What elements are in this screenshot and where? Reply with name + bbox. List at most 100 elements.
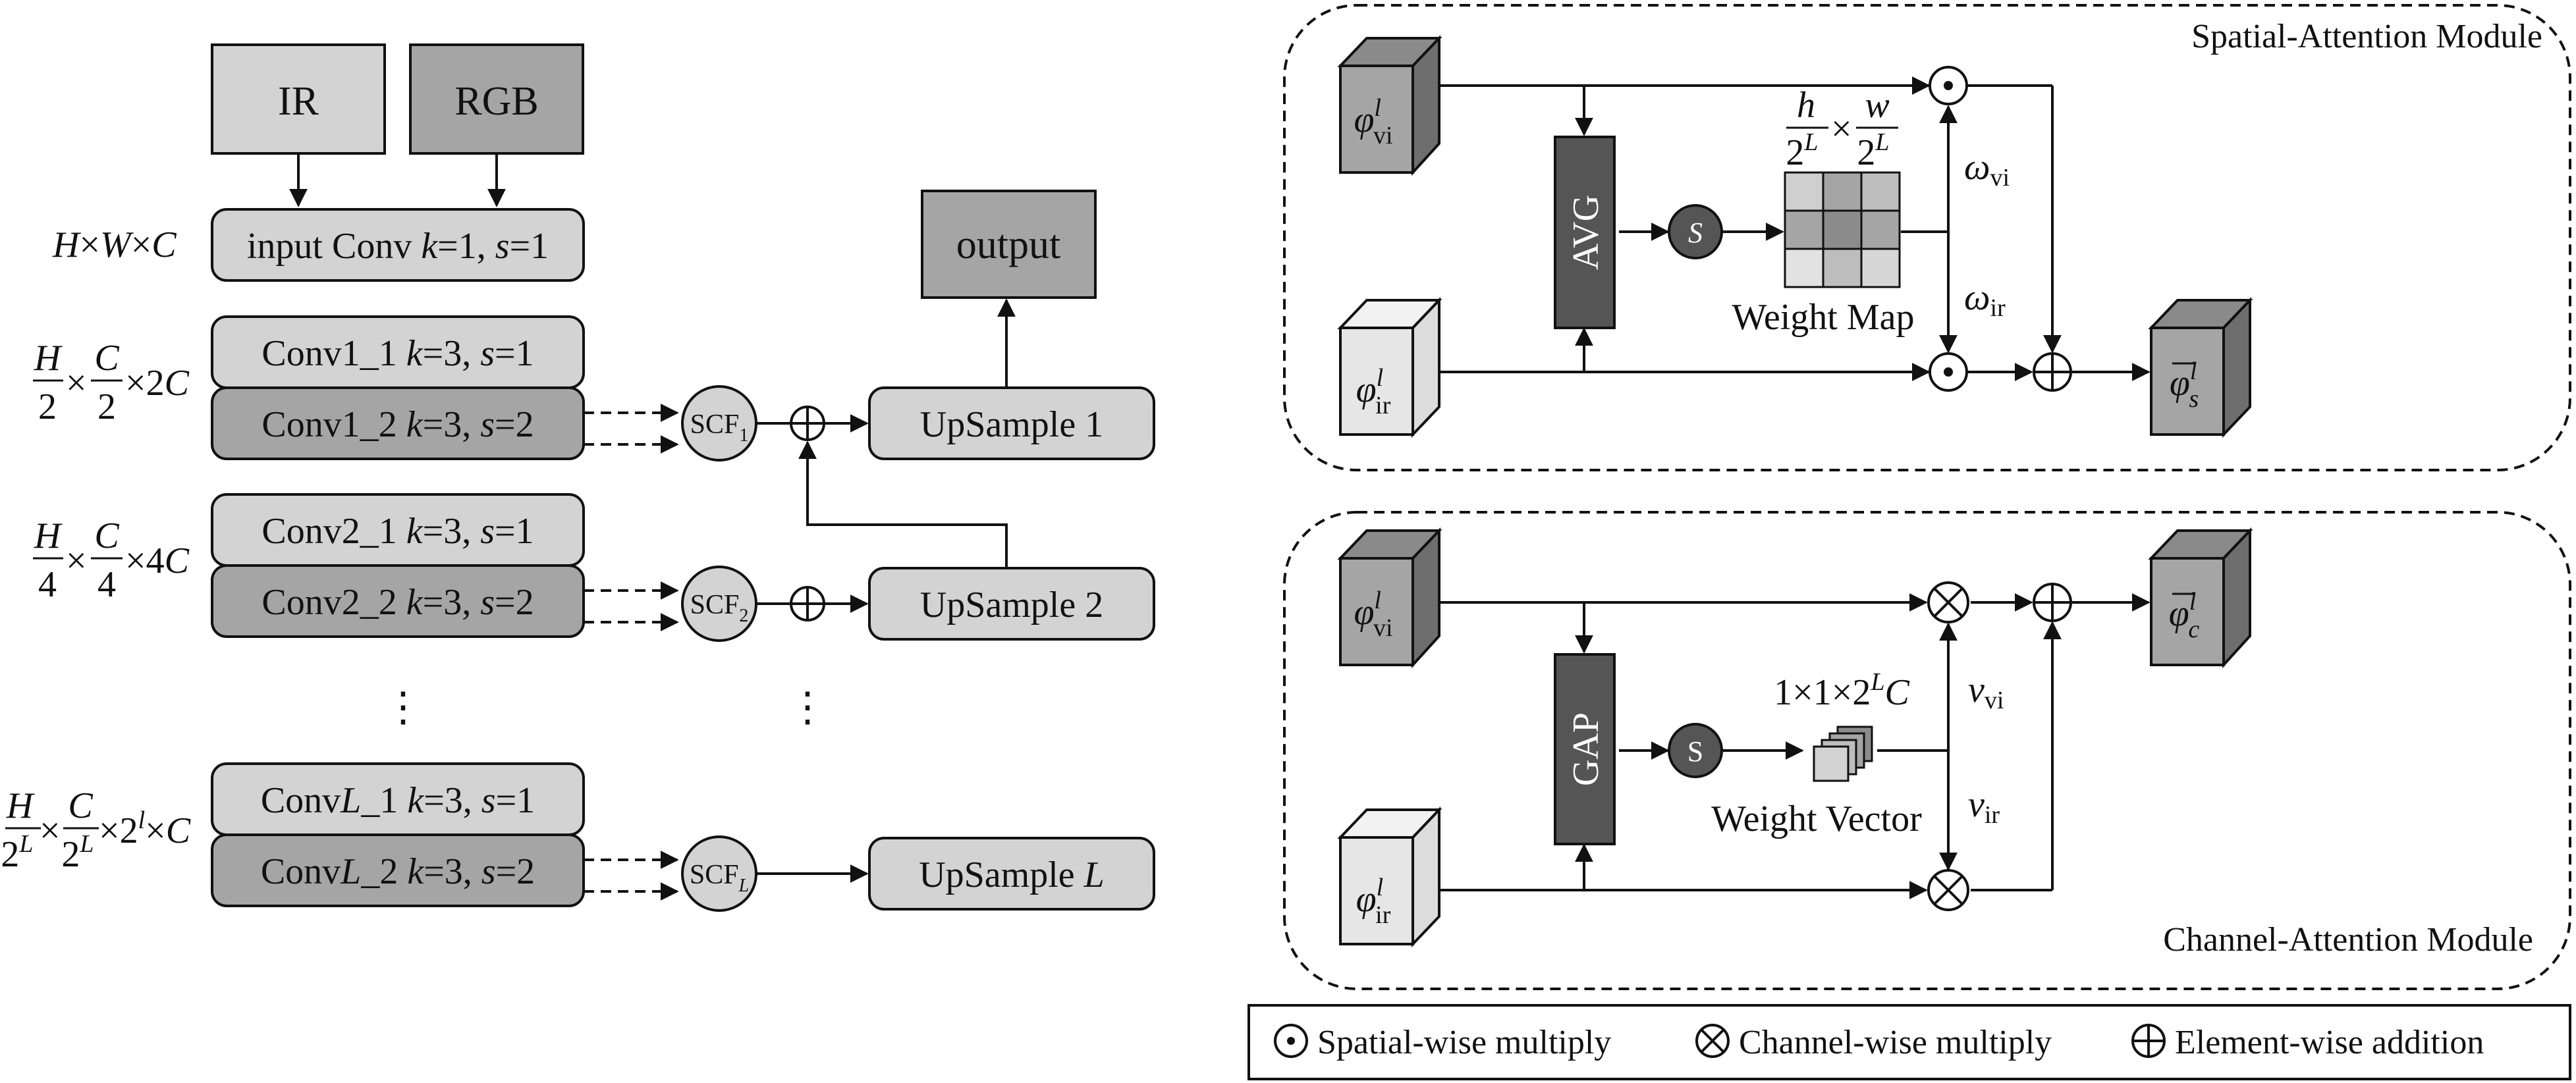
conv2-2-box: Conv2_2 k=3, s=2 [211,564,585,638]
svg-text:output: output [956,223,1060,267]
legend-channel-multiply-icon [1695,1024,1730,1058]
svg-text:C: C [94,338,119,379]
upsample-l-box: UpSample L [868,837,1155,911]
svg-text:UpSample 1: UpSample 1 [920,404,1103,445]
conv1-1-box: Conv1_1 k=3, s=1 [211,315,585,389]
convl-2-label: ConvL_2 k=3, s=2 [261,851,535,892]
legend-spatial-label: Spatial-wise multiply [1317,1024,1611,1061]
svg-text:2L: 2L [1857,128,1889,173]
conv2-2-label: Conv2_2 k=3, s=2 [261,582,534,623]
convl-1-box: ConvL_1 k=3, s=1 [211,762,585,836]
svg-text:4: 4 [97,564,116,605]
gap-block: GAP [1554,653,1616,845]
output-box: output [921,190,1097,299]
svg-text:UpSample 2: UpSample 2 [920,585,1103,625]
legend: Spatial-wise multiply Channel-wise multi… [1247,1004,2571,1080]
v-ir-label: vir [1968,784,2000,829]
svg-text:×: × [40,810,61,851]
svg-text:H: H [6,785,35,826]
svg-text:×: × [1831,109,1852,149]
svg-text:×: × [66,363,87,404]
v-vi-label: vvi [1968,670,2004,714]
svg-text:h: h [1797,85,1815,126]
svg-text:2L: 2L [1,830,33,875]
svg-text:H: H [34,338,63,379]
dim-label-1: H 2 × C 2 ×2C [33,338,190,427]
conv2-1-label: Conv2_1 k=3, s=1 [261,511,534,552]
svg-text:×4C: ×4C [125,541,190,581]
channel-add-node [2033,583,2072,622]
svg-text:φls: φls [2170,357,2199,413]
add-node-1 [756,406,825,441]
legend-spatial-multiply-icon [1274,1024,1308,1058]
svg-text:2: 2 [97,386,116,427]
svg-text:C: C [94,515,119,556]
dim-label-0: H×W×C [52,225,177,265]
spatial-module-border [1283,4,2571,471]
backbone-section: IR RGB input Conv k=1, s=1 H×W×C Conv1_1… [1,43,1155,912]
svg-text:SCFL: SCFL [690,860,749,896]
svg-text:×: × [66,541,87,581]
svg-text:4: 4 [38,564,57,605]
weight-map-label: Weight Map [1732,297,1915,338]
conv1-1-label: Conv1_1 k=3, s=1 [261,333,534,374]
scf-1-node: SCF1 [681,385,757,462]
avg-block: AVG [1554,136,1616,329]
input-conv-box: input Conv k=1, s=1 [211,208,585,282]
convl-2-box: ConvL_2 k=3, s=2 [211,833,585,907]
spatial-sigmoid-node: S [1668,204,1723,259]
channel-multiply-ir [1927,869,1969,911]
svg-text:w: w [1865,85,1889,126]
spatial-flow-lines [1439,76,2151,381]
upsample-2-skip-arrow [798,440,1008,568]
weight-vector-dims: 1×1×2LC [1774,668,1909,713]
ir-input-box: IR [211,43,386,155]
svg-text:S: S [1687,735,1703,768]
scf-l-node: SCFL [681,835,757,912]
svg-text:UpSample L: UpSample L [919,855,1105,895]
rgb-input-box: RGB [409,43,584,155]
svg-text:×2l×C: ×2l×C [99,806,191,851]
dim-label-l: H 2L × C 2L ×2l×C [1,785,190,875]
svg-text:H: H [34,515,63,556]
weight-vector-stack [1813,726,1873,782]
legend-element-add-icon [2131,1024,2166,1058]
input-conv-label: input Conv k=1, s=1 [247,226,549,267]
weight-vector-label: Weight Vector [1711,799,1922,839]
conv1-2-label: Conv1_2 k=3, s=2 [261,404,534,445]
spatial-multiply-vi [1929,66,1968,105]
channel-module-title: Channel-Attention Module [2163,921,2533,959]
svg-text:×2C: ×2C [125,363,190,404]
ir-label: IR [278,79,319,124]
svg-text:AVG: AVG [1566,195,1606,270]
omega-vi-label: ωvi [1964,147,2010,192]
svg-text:2: 2 [38,386,57,427]
channel-multiply-vi [1927,581,1969,623]
upsample-2-box: UpSample 2 [868,567,1155,641]
conv-ellipsis: ⋮ [383,685,424,730]
spatial-multiply-ir [1929,352,1968,392]
weight-map-grid [1784,171,1901,288]
svg-text:φlc: φlc [2169,588,2200,643]
add-node-2 [756,586,825,621]
upsample-1-box: UpSample 1 [868,386,1155,460]
scf-2-node: SCF2 [681,566,757,642]
channel-sigmoid-node: S [1668,723,1723,778]
channel-flow-lines [1439,593,2151,899]
dim-label-2: H 4 × C 4 ×4C [33,515,190,605]
spatial-add-node [2033,352,2072,392]
legend-channel-label: Channel-wise multiply [1739,1024,2052,1061]
scf-dashed-arrows [584,404,679,901]
channel-module-border [1283,511,2571,990]
